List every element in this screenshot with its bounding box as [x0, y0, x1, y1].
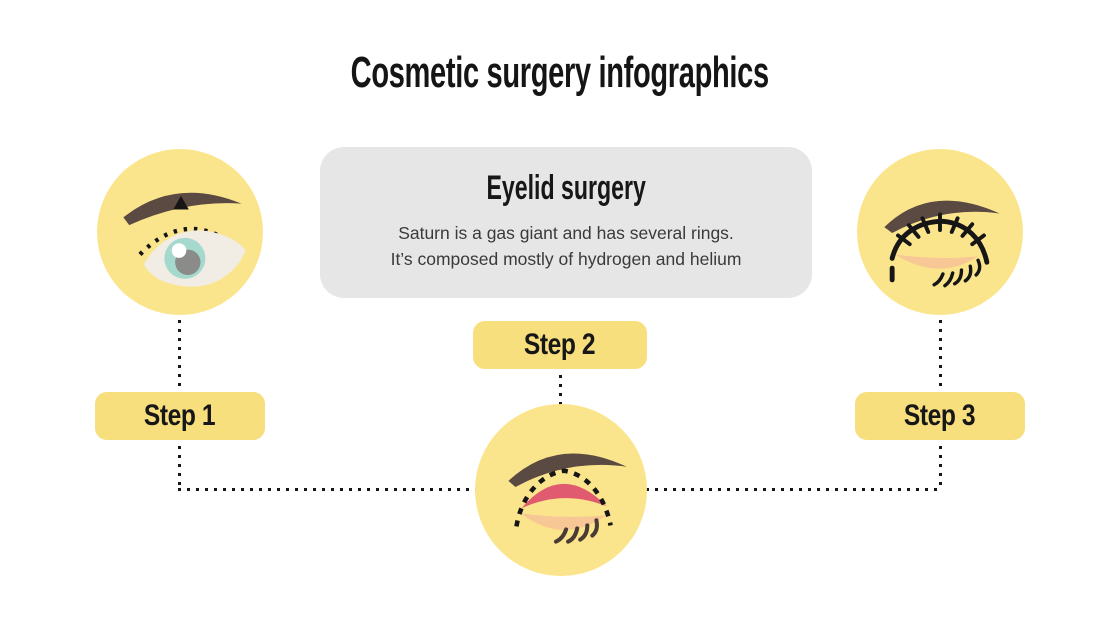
step-2-button[interactable]: Step 2 — [473, 321, 647, 369]
step-2-label: Step 2 — [524, 328, 596, 361]
incision-arrow — [173, 195, 189, 210]
card-body-line2: It’s composed mostly of hydrogen and hel… — [390, 249, 742, 270]
eye-incision-open-icon — [508, 453, 627, 544]
step-3-button[interactable]: Step 3 — [855, 392, 1025, 440]
step-1-label: Step 1 — [144, 399, 216, 432]
eye-highlight — [171, 243, 187, 258]
eye-open-incision-icon — [123, 192, 246, 287]
incision-dashed-line — [138, 226, 230, 256]
eyebrow-shape — [884, 200, 1000, 233]
card-heading: Eyelid surgery — [486, 169, 646, 207]
eye-sutured-icon — [884, 200, 1000, 288]
card-body-line1: Saturn is a gas giant and has several ri… — [398, 223, 734, 243]
lower-lid-shape — [895, 254, 979, 269]
suture-stitches — [896, 212, 986, 247]
page-title: Cosmetic surgery infographics — [0, 48, 1120, 98]
eyebrow-shape — [123, 192, 242, 226]
step3-illustration-circle — [857, 149, 1023, 315]
eyelashes — [932, 258, 982, 288]
step-3-label: Step 3 — [904, 399, 976, 432]
step-1-button[interactable]: Step 1 — [95, 392, 265, 440]
suture-line — [889, 218, 990, 265]
step2-illustration-circle — [475, 404, 647, 576]
page-title-text: Cosmetic surgery infographics — [350, 48, 770, 97]
eyelashes — [553, 518, 599, 544]
step1-illustration-circle — [97, 149, 263, 315]
lower-lid-shape — [520, 513, 607, 530]
card-body: Saturn is a gas giant and has several ri… — [391, 220, 742, 273]
incision-open-shape — [521, 483, 607, 509]
eyebrow-shape — [508, 453, 627, 487]
connector-vertical-center — [559, 366, 562, 408]
info-card: Eyelid surgery Saturn is a gas giant and… — [320, 147, 812, 298]
incision-dashed-line — [514, 468, 613, 527]
